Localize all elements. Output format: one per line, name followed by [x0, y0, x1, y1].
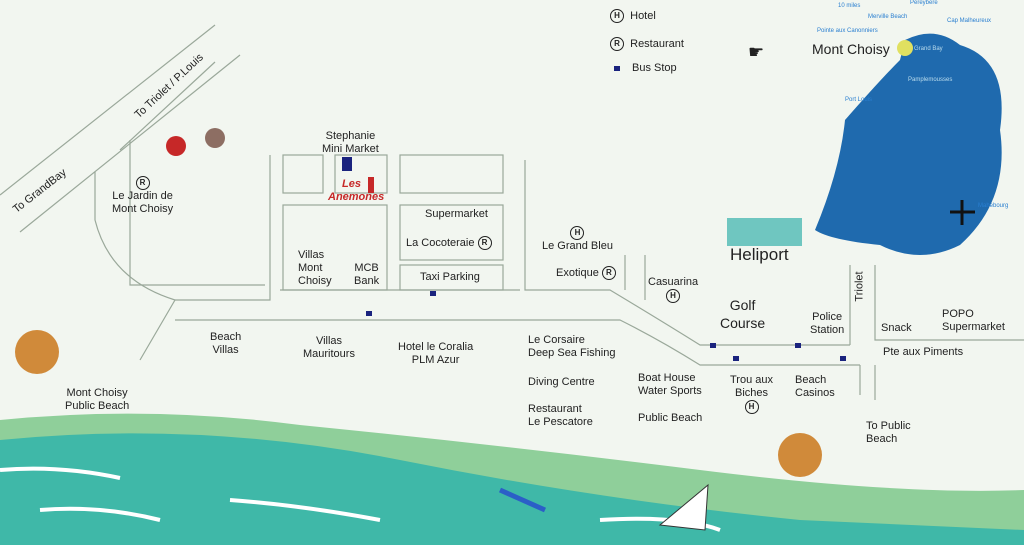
pointing-hand-icon: ☛: [748, 42, 765, 62]
legend-restaurant: R Restaurant: [610, 37, 684, 51]
inset-label: Pereybere: [910, 0, 938, 6]
boat-house: Boat House Water Sports: [638, 372, 702, 397]
snack: Snack: [881, 322, 912, 334]
legend-bus-stop: Bus Stop: [632, 62, 677, 74]
beach-umbrella-icon-2: [778, 433, 822, 477]
inset-label: Port Louis: [845, 97, 873, 103]
to-public-beach: To Public Beach: [866, 420, 911, 445]
taxi-parking: Taxi Parking: [420, 271, 480, 283]
diving-centre: Diving Centre: [528, 376, 595, 388]
diver-icon: [498, 487, 547, 513]
roads: [0, 24, 1024, 400]
heliport: Heliport: [730, 245, 789, 264]
mont-choisy-public-beach: Mont Choisy Public Beach: [65, 387, 130, 412]
inset-title: Mont Choisy: [812, 41, 890, 57]
inset-label: Merville Beach: [868, 14, 908, 20]
les-anemones: Les: [342, 178, 361, 190]
golf-course: Golf Course: [720, 297, 766, 331]
legend-hotel: H Hotel: [610, 9, 656, 23]
supermarket: Supermarket: [425, 208, 488, 220]
inset-label: Grand Bay: [914, 46, 943, 52]
mcb-bank: MCB Bank: [354, 262, 380, 287]
inset-label: 10 miles: [838, 3, 861, 9]
helicopter-photo: [727, 218, 802, 246]
police-station: Police Station: [810, 311, 845, 336]
villas-mauritours: Villas Mauritours: [303, 335, 355, 360]
island-mauritius: [815, 33, 1002, 255]
inset-label: Mahebourg: [978, 203, 1009, 209]
la-cocoteraie: La Cocoteraie R: [406, 236, 492, 250]
exotique: Exotique R: [556, 266, 616, 280]
inset-label: Pointe aux Canonniers: [817, 28, 878, 34]
beach-casinos: Beach Casinos: [795, 374, 835, 399]
mont-choisy-marker: [897, 40, 913, 56]
sea: [0, 433, 1024, 545]
villas-mont-choisy: Villas Mont Choisy: [298, 249, 332, 287]
inset-label: Pamplemousses: [908, 77, 953, 83]
public-beach: Public Beach: [638, 412, 703, 424]
airport-icon: [950, 200, 975, 225]
le-pescatore: Restaurant Le Pescatore: [528, 403, 593, 428]
beach-villas: Beach Villas: [210, 331, 242, 356]
pte-aux-piments: Pte aux Piments: [883, 346, 964, 358]
inset-label: Cap Malheureux: [947, 18, 992, 24]
stephanie-mini-market: Stephanie Mini Market: [322, 130, 379, 155]
hotel-le-coralia: Hotel le Coralia PLM Azur: [398, 341, 474, 366]
windsurf-icon: [658, 483, 709, 531]
le-corsaire: Le Corsaire Deep Sea Fishing: [528, 334, 616, 359]
beach-umbrella-icon: [15, 330, 59, 374]
person-icon-2: [205, 128, 225, 148]
road-triolet-label: Triolet: [853, 271, 866, 302]
person-icon: [166, 136, 186, 156]
popo-supermarket: POPO Supermarket: [942, 308, 1005, 333]
